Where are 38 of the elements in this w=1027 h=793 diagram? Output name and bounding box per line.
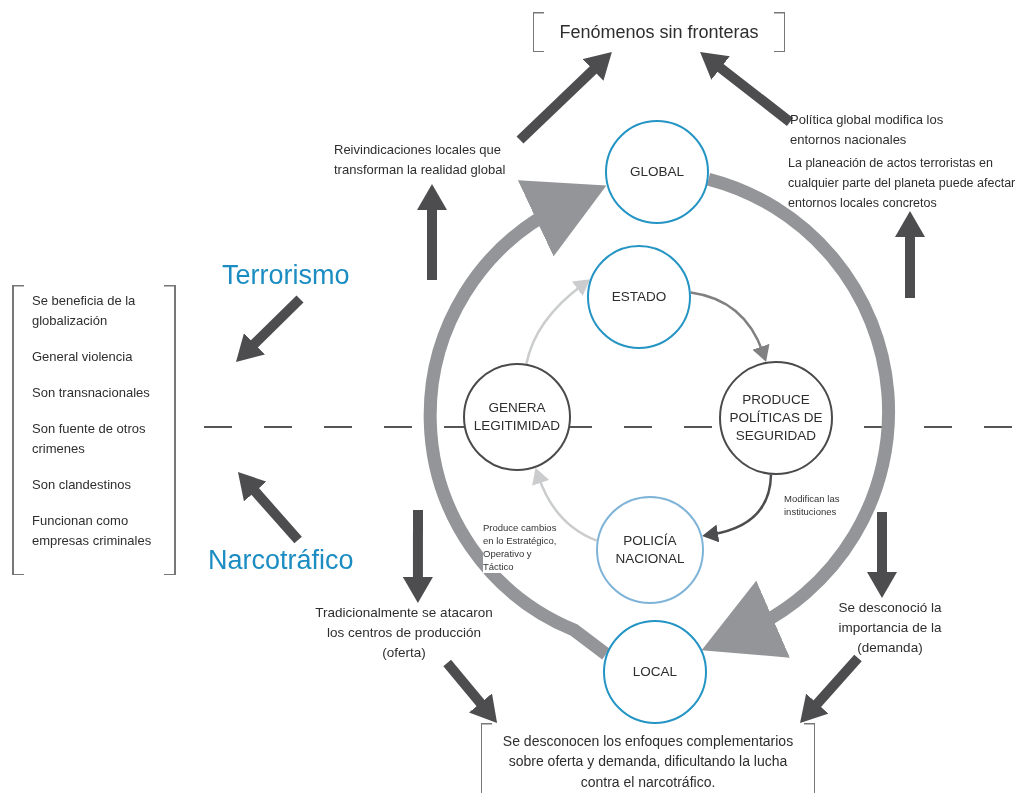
node-label: PRODUCE POLÍTICAS DE SEGURIDAD xyxy=(728,391,824,445)
arrow xyxy=(417,184,447,280)
node-label: LOCAL xyxy=(631,663,679,681)
arrow xyxy=(700,52,794,126)
node-label: ESTADO xyxy=(610,288,668,306)
arrow xyxy=(402,510,433,603)
arrow xyxy=(516,52,612,144)
arrow xyxy=(800,654,862,724)
arrow xyxy=(236,295,304,363)
node-label: GLOBAL xyxy=(629,163,685,181)
text-label: Tradicionalmente se atacaron los centros de producción (oferta) xyxy=(310,603,498,663)
node-label: GENERA LEGITIMIDAD xyxy=(472,399,562,435)
list-item: Son fuente de otros crimenes xyxy=(32,420,147,458)
curved-arrow xyxy=(702,173,895,655)
text-label: Reivindicaciones locales que transforman la realidad global xyxy=(334,140,534,184)
list-item: Son transnacionales xyxy=(32,384,150,402)
arrow xyxy=(895,211,925,298)
curved-arrow xyxy=(525,279,590,365)
arrow xyxy=(867,512,897,598)
list-item: Son clandestinos xyxy=(32,476,131,494)
node-label: POLICÍA NACIONAL xyxy=(614,532,686,568)
curved-arrow xyxy=(702,474,773,543)
text-label: Política global modifica los entornos nacionales xyxy=(790,110,972,150)
heading: Terrorismo xyxy=(222,255,372,299)
bracket-text: Fenómenos sin fronteras xyxy=(558,20,760,44)
text-label: Se desconoció la importancia de la (demanda) xyxy=(830,598,950,658)
bracket-box xyxy=(481,723,815,793)
heading: Narcotráfico xyxy=(208,540,378,580)
arrow xyxy=(237,472,302,544)
curved-arrow xyxy=(690,291,770,362)
arrow xyxy=(443,659,498,723)
curved-arrow xyxy=(423,182,610,660)
list-item: Se beneficia de la globalización xyxy=(32,292,137,330)
curved-arrow xyxy=(532,467,598,542)
list-item: General violencia xyxy=(32,348,133,366)
text-label: La planeación de actos terroristas en cualquier parte del planeta puede afectar entornos locales concretos xyxy=(788,153,1016,211)
bracket-text: Se desconocen los enfoques complementarios sobre oferta y demanda, dificultando la lucha contra el narcotráfico. xyxy=(501,732,795,792)
list-item: Funcionan como empresas criminales xyxy=(32,512,153,550)
